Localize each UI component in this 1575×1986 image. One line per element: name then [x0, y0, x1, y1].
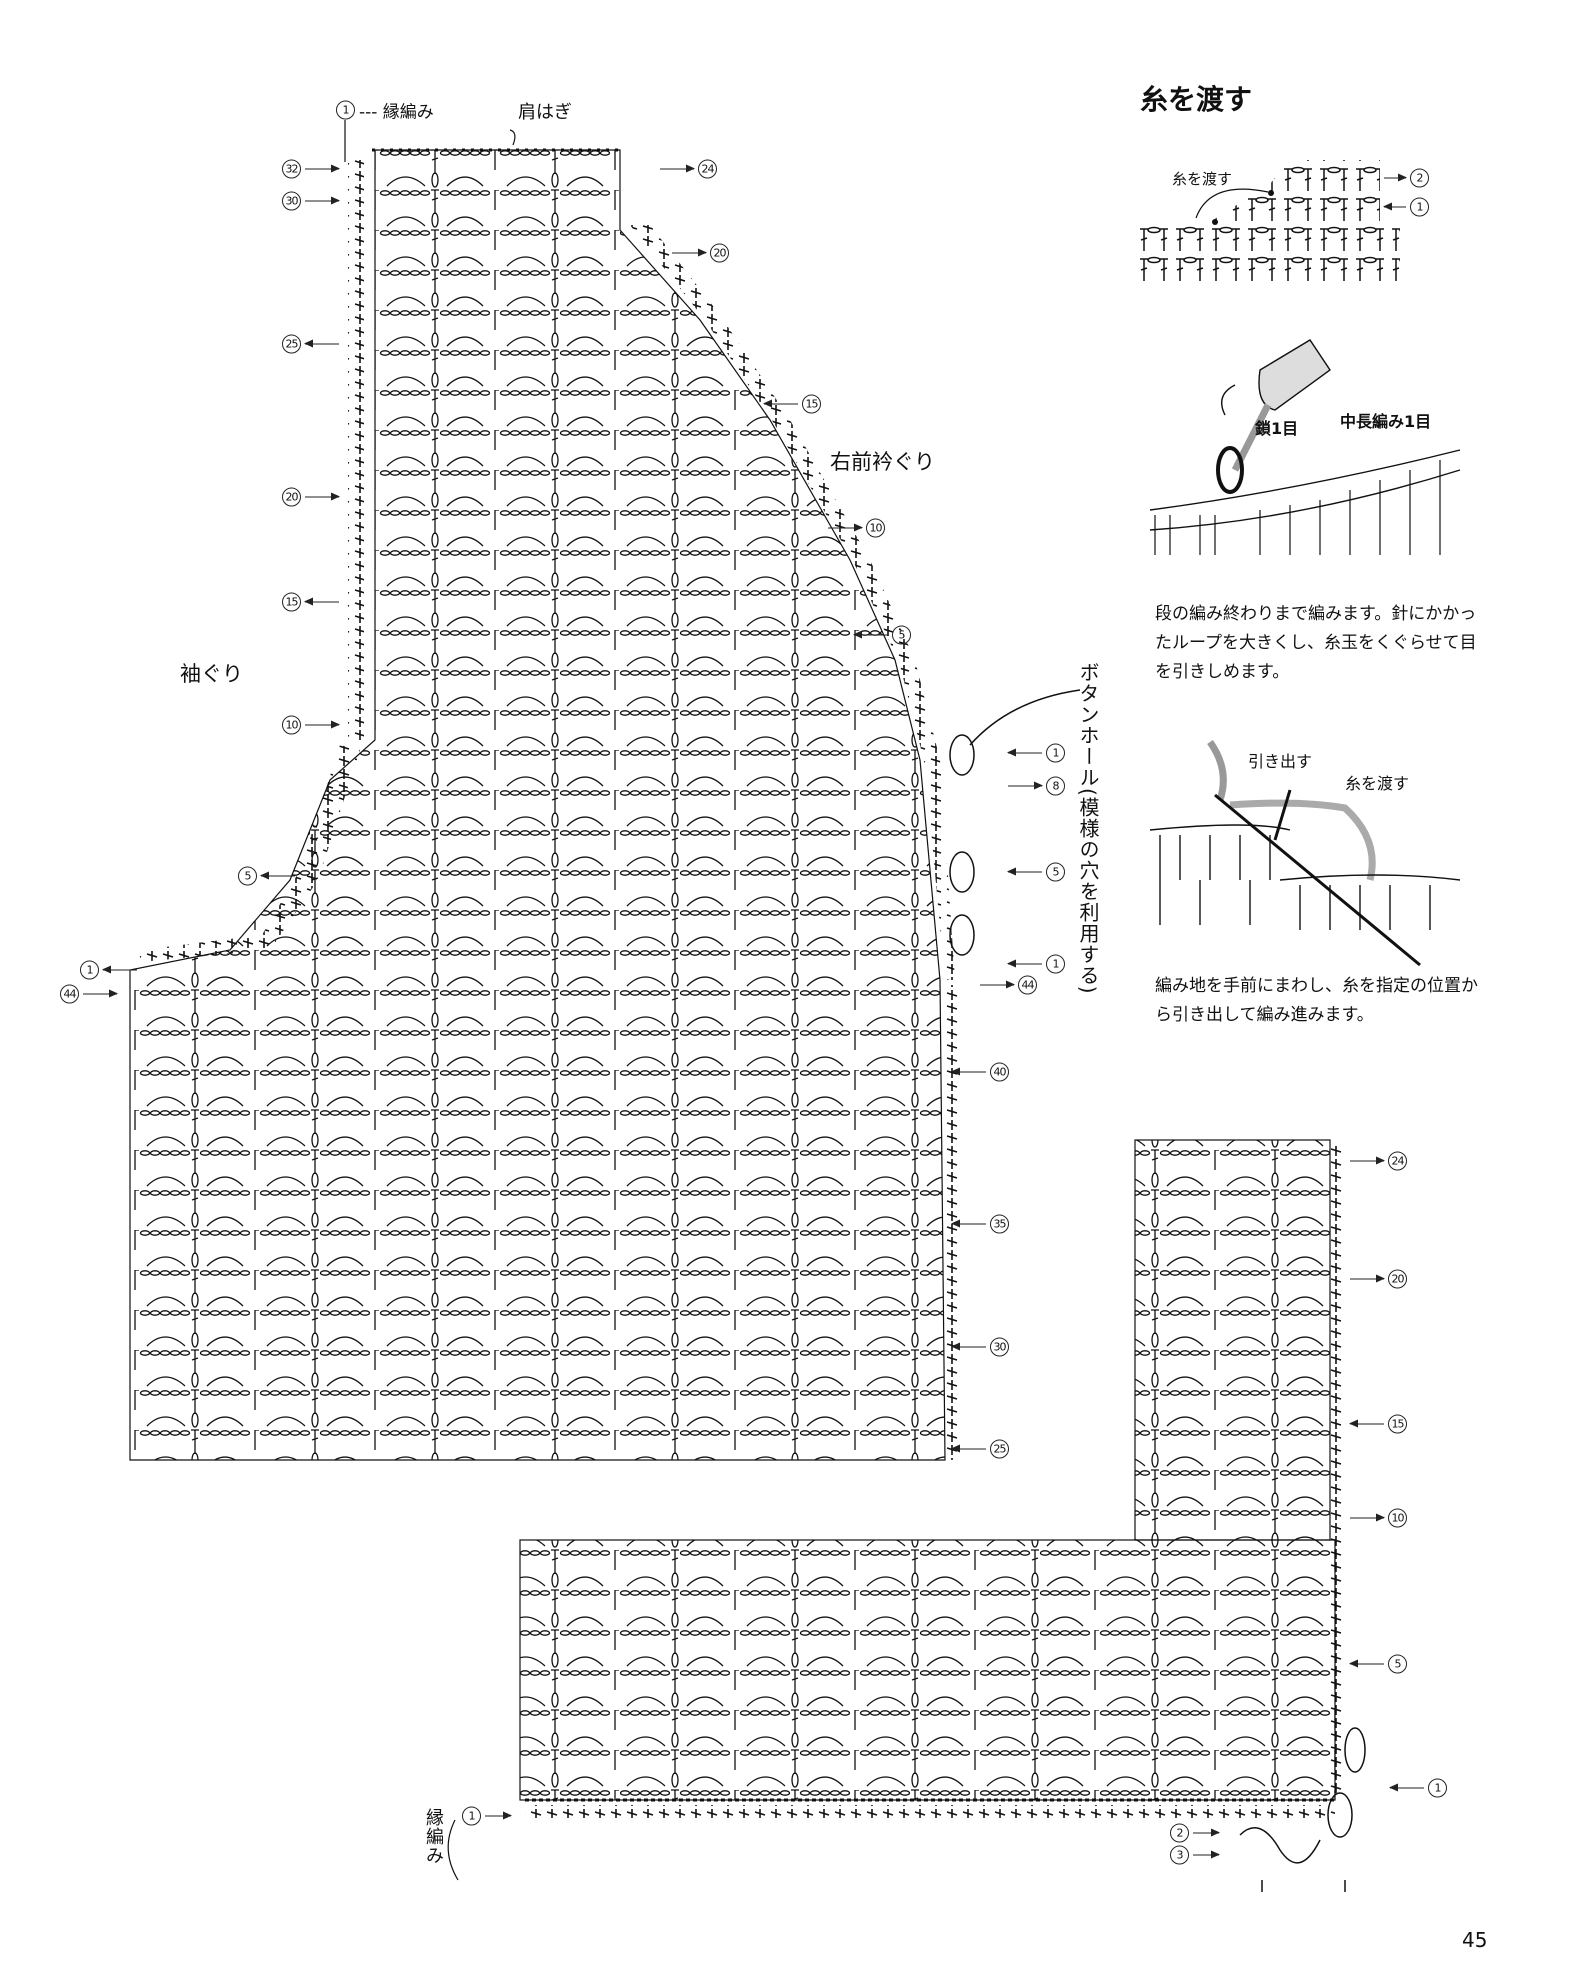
row-label: 8	[1008, 776, 1065, 796]
technique-title: 糸を渡す	[1140, 83, 1253, 116]
row-label: 44	[980, 975, 1037, 995]
technique-note-2: 編み地を手前にまわし、糸を指定の位置から引き出して編み進みます。	[1155, 976, 1478, 1025]
row-label: 20	[672, 243, 729, 263]
row-label: 10	[828, 518, 885, 538]
buttonhole-marks	[949, 689, 1081, 956]
chart-row-label: 2	[1384, 168, 1429, 188]
row-label: 25	[951, 1439, 1009, 1459]
row-label: 5	[1349, 1654, 1407, 1674]
row-label: 32	[282, 159, 340, 179]
row-label: 44	[60, 984, 118, 1004]
armhole-edge-stitches	[348, 160, 364, 740]
bottom-edge-stitches	[525, 1805, 1335, 1818]
row-label: 1	[462, 1806, 512, 1826]
row-label: 5	[1007, 862, 1065, 882]
row-label: 10	[282, 715, 340, 735]
side-piece-chart	[1134, 1139, 1331, 1541]
row-label: 10	[1350, 1508, 1407, 1528]
row-label: 24	[660, 159, 717, 179]
row-label: 3	[1170, 1845, 1220, 1865]
row-label: 5	[853, 625, 911, 645]
buttonhole-label: ボタンホール(模様の穴を利用する)	[1076, 662, 1100, 995]
row-label: 40	[951, 1062, 1009, 1082]
row-label: 25	[282, 334, 339, 354]
bottom-edge-label: 縁編み	[423, 1808, 444, 1865]
row-label: 15	[763, 394, 821, 414]
pull-through-label: 引き出す	[1248, 752, 1313, 771]
armhole-label: 袖ぐり	[180, 662, 243, 686]
neckline-label: 右前衿ぐり	[830, 450, 935, 474]
row-label: 5	[238, 866, 295, 886]
technique-note-1: 段の編み終わりまで編みます。針にかかったループを大きくし、糸玉をくぐらせて目を引…	[1155, 604, 1477, 682]
row-label: 15	[1349, 1414, 1407, 1434]
row-label: 20	[1350, 1269, 1407, 1289]
row-label: 1	[80, 960, 137, 980]
row-label: 1	[1007, 954, 1065, 974]
row-label: 1	[1389, 1778, 1447, 1798]
chart-row-label: 1	[1383, 197, 1429, 217]
row-label: 2	[1170, 1823, 1220, 1843]
row-label: 20	[282, 487, 340, 507]
page-number: 45	[1462, 1928, 1488, 1952]
row-label: 30	[282, 191, 340, 211]
row-label: 15	[282, 592, 339, 612]
row-label: 35	[951, 1214, 1009, 1234]
row-label: 24	[1350, 1151, 1407, 1171]
hdc-stitch-label: 中長編み1目	[1340, 412, 1432, 431]
edge-note-label: 1 --- 縁編み	[336, 98, 434, 123]
front-body-chart	[129, 149, 946, 1461]
row-label: 1	[1007, 743, 1065, 763]
carry-yarn-label: 糸を渡す	[1345, 774, 1410, 793]
bottom-strip-chart	[519, 1539, 1336, 1801]
corner-edging	[1239, 1727, 1366, 1892]
carry-yarn-illustration-2	[1149, 739, 1461, 967]
carry-yarn-chart	[1140, 160, 1400, 284]
shoulder-seam-label: 肩はぎ	[518, 102, 572, 123]
row-label: 30	[951, 1337, 1009, 1357]
carry-yarn-illustration-1	[1149, 339, 1461, 555]
chart-carry-label: 糸を渡す	[1172, 170, 1233, 188]
chain-stitch-label: 鎖1目	[1255, 419, 1299, 438]
